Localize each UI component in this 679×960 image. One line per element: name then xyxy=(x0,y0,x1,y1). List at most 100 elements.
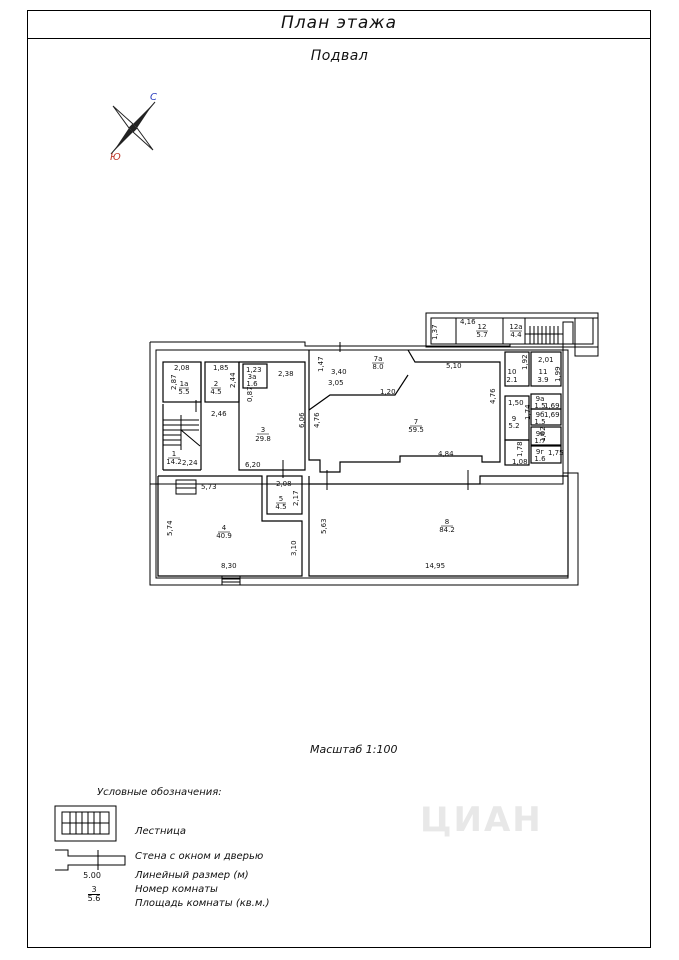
room-area: 59.5 xyxy=(408,426,424,434)
room-num: 9а xyxy=(536,395,545,403)
stair-icon xyxy=(163,415,201,495)
dimension-label: 4,16 xyxy=(460,318,476,326)
room-num: 11 xyxy=(539,368,548,376)
compass-south-label: Ю xyxy=(110,152,121,163)
legend-item-wall: Стена с окном и дверью xyxy=(135,851,264,862)
dimension-label: 2,44 xyxy=(229,372,237,388)
dimension-label: 2,08 xyxy=(276,480,292,488)
room-num: 4 xyxy=(222,524,227,532)
dimension-label: 5,63 xyxy=(320,518,328,534)
room-label-dividers xyxy=(168,330,522,533)
room-area: 5.2 xyxy=(508,422,519,430)
room-num: 10 xyxy=(508,368,517,376)
room-area: 5.5 xyxy=(178,388,189,396)
dimension-label: 1,47 xyxy=(317,356,325,372)
room-area: 4.5 xyxy=(210,388,221,396)
dimension-label: 2,17 xyxy=(292,490,300,506)
dimension-label: 1,69 xyxy=(544,402,560,410)
dimension-label: 6,20 xyxy=(245,461,261,469)
dimension-label: 1,78 xyxy=(516,441,524,457)
room-area: 14.2 xyxy=(166,458,182,466)
door-marks xyxy=(195,342,469,585)
dimension-label: 0,87 xyxy=(246,386,254,402)
dimension-label: 4,76 xyxy=(489,388,497,404)
room-area: 1.5 xyxy=(534,418,545,426)
room-num: 3 xyxy=(261,426,265,434)
watermark-logo: ЦИАН xyxy=(420,800,543,840)
room-area: 84.2 xyxy=(439,526,455,534)
dimension-label: 8,30 xyxy=(221,562,237,570)
dimension-label: 2,01 xyxy=(538,356,554,364)
dimension-label: 2,08 xyxy=(174,364,190,372)
room-num: 1а xyxy=(180,380,189,388)
legend-stair-icon xyxy=(54,805,117,842)
interior-walls xyxy=(157,349,569,577)
room-area: 1.6 xyxy=(246,380,258,388)
dimension-label: 2,87 xyxy=(170,374,178,390)
room-area: 2.1 xyxy=(506,376,517,384)
room-area: 1.6 xyxy=(534,455,546,463)
building-walls xyxy=(149,312,599,586)
room-area: 40.9 xyxy=(216,532,232,540)
dimension-label: 1,50 xyxy=(508,399,524,407)
legend-divider xyxy=(88,894,100,895)
legend-sample-dimension: 5.00 xyxy=(83,871,101,880)
page-title: План этажа xyxy=(281,13,397,33)
dimension-label: 5,73 xyxy=(201,483,217,491)
dimension-label: 1,23 xyxy=(246,366,262,374)
legend-title: Условные обозначения: xyxy=(97,787,222,798)
room-area: 4.4 xyxy=(510,331,522,339)
dimension-label: 5,74 xyxy=(166,520,174,536)
room-area: 8.0 xyxy=(372,363,383,371)
room-area: 1.7 xyxy=(534,437,545,445)
legend-item-dimension: Линейный размер (м) xyxy=(135,870,249,881)
dimension-label: 6,06 xyxy=(298,412,306,428)
dimension-label: 1,99 xyxy=(554,366,562,382)
legend-item-room-number: Номер комнаты xyxy=(135,884,218,895)
dimension-label: 2,24 xyxy=(182,459,198,467)
dimension-labels: 2,08 2,87 1,85 2,44 1,23 2,38 0,87 2,46 … xyxy=(166,318,564,570)
room-num: 9в xyxy=(536,430,545,438)
legend-item-stairs: Лестница xyxy=(135,826,186,837)
floor-subtitle: Подвал xyxy=(310,48,369,64)
drawing-frame: План этажа xyxy=(27,10,651,948)
dimension-label: 1,02 xyxy=(539,426,547,442)
dimension-label: 3,05 xyxy=(328,379,344,387)
title-bar: План этажа xyxy=(28,11,650,39)
room-num: 9б xyxy=(536,411,545,419)
dimension-label: 4,76 xyxy=(313,412,321,428)
dimension-label: 1,20 xyxy=(380,388,396,396)
room-num: 3а xyxy=(248,373,257,381)
dimension-label: 1,69 xyxy=(544,411,560,419)
dimension-label: 4,84 xyxy=(438,450,454,458)
compass-north-label: С xyxy=(150,92,157,103)
legend-sample-room-area: 5.6 xyxy=(87,894,101,903)
legend-sample-room-number: 3 xyxy=(91,885,97,894)
room-area: 4.5 xyxy=(275,503,286,511)
room-labels: 1 14.2 1а 5.5 2 4.5 3 29.8 3а 1.6 4 40.9… xyxy=(166,323,548,540)
dimension-label: 3,40 xyxy=(331,368,347,376)
room-num: 12а xyxy=(509,323,522,331)
dimension-label: 3,10 xyxy=(290,540,298,556)
room-num: 7а xyxy=(374,355,383,363)
room-num: 9г xyxy=(536,448,544,456)
room-num: 7 xyxy=(414,418,418,426)
dimension-label: 2,46 xyxy=(211,410,227,418)
dimension-label: 14,95 xyxy=(425,562,445,570)
room-area: 5.7 xyxy=(476,331,487,339)
dimension-label: 1,85 xyxy=(213,364,229,372)
dimension-label: 5,10 xyxy=(446,362,462,370)
room-num: 2 xyxy=(214,380,218,388)
room-num: 5 xyxy=(279,495,283,503)
room-area: 3.9 xyxy=(537,376,548,384)
legend-item-room-area: Площадь комнаты (кв.м.) xyxy=(135,898,270,909)
dimension-label: 1,74 xyxy=(524,404,532,420)
legend-symbols xyxy=(54,805,126,871)
dimension-label: 1,92 xyxy=(521,354,529,370)
room-num: 9 xyxy=(512,415,516,423)
room-area: 29.8 xyxy=(255,435,271,443)
room-num: 12 xyxy=(478,323,487,331)
room-num: 8 xyxy=(445,518,449,526)
dimension-label: 1,37 xyxy=(431,324,439,340)
